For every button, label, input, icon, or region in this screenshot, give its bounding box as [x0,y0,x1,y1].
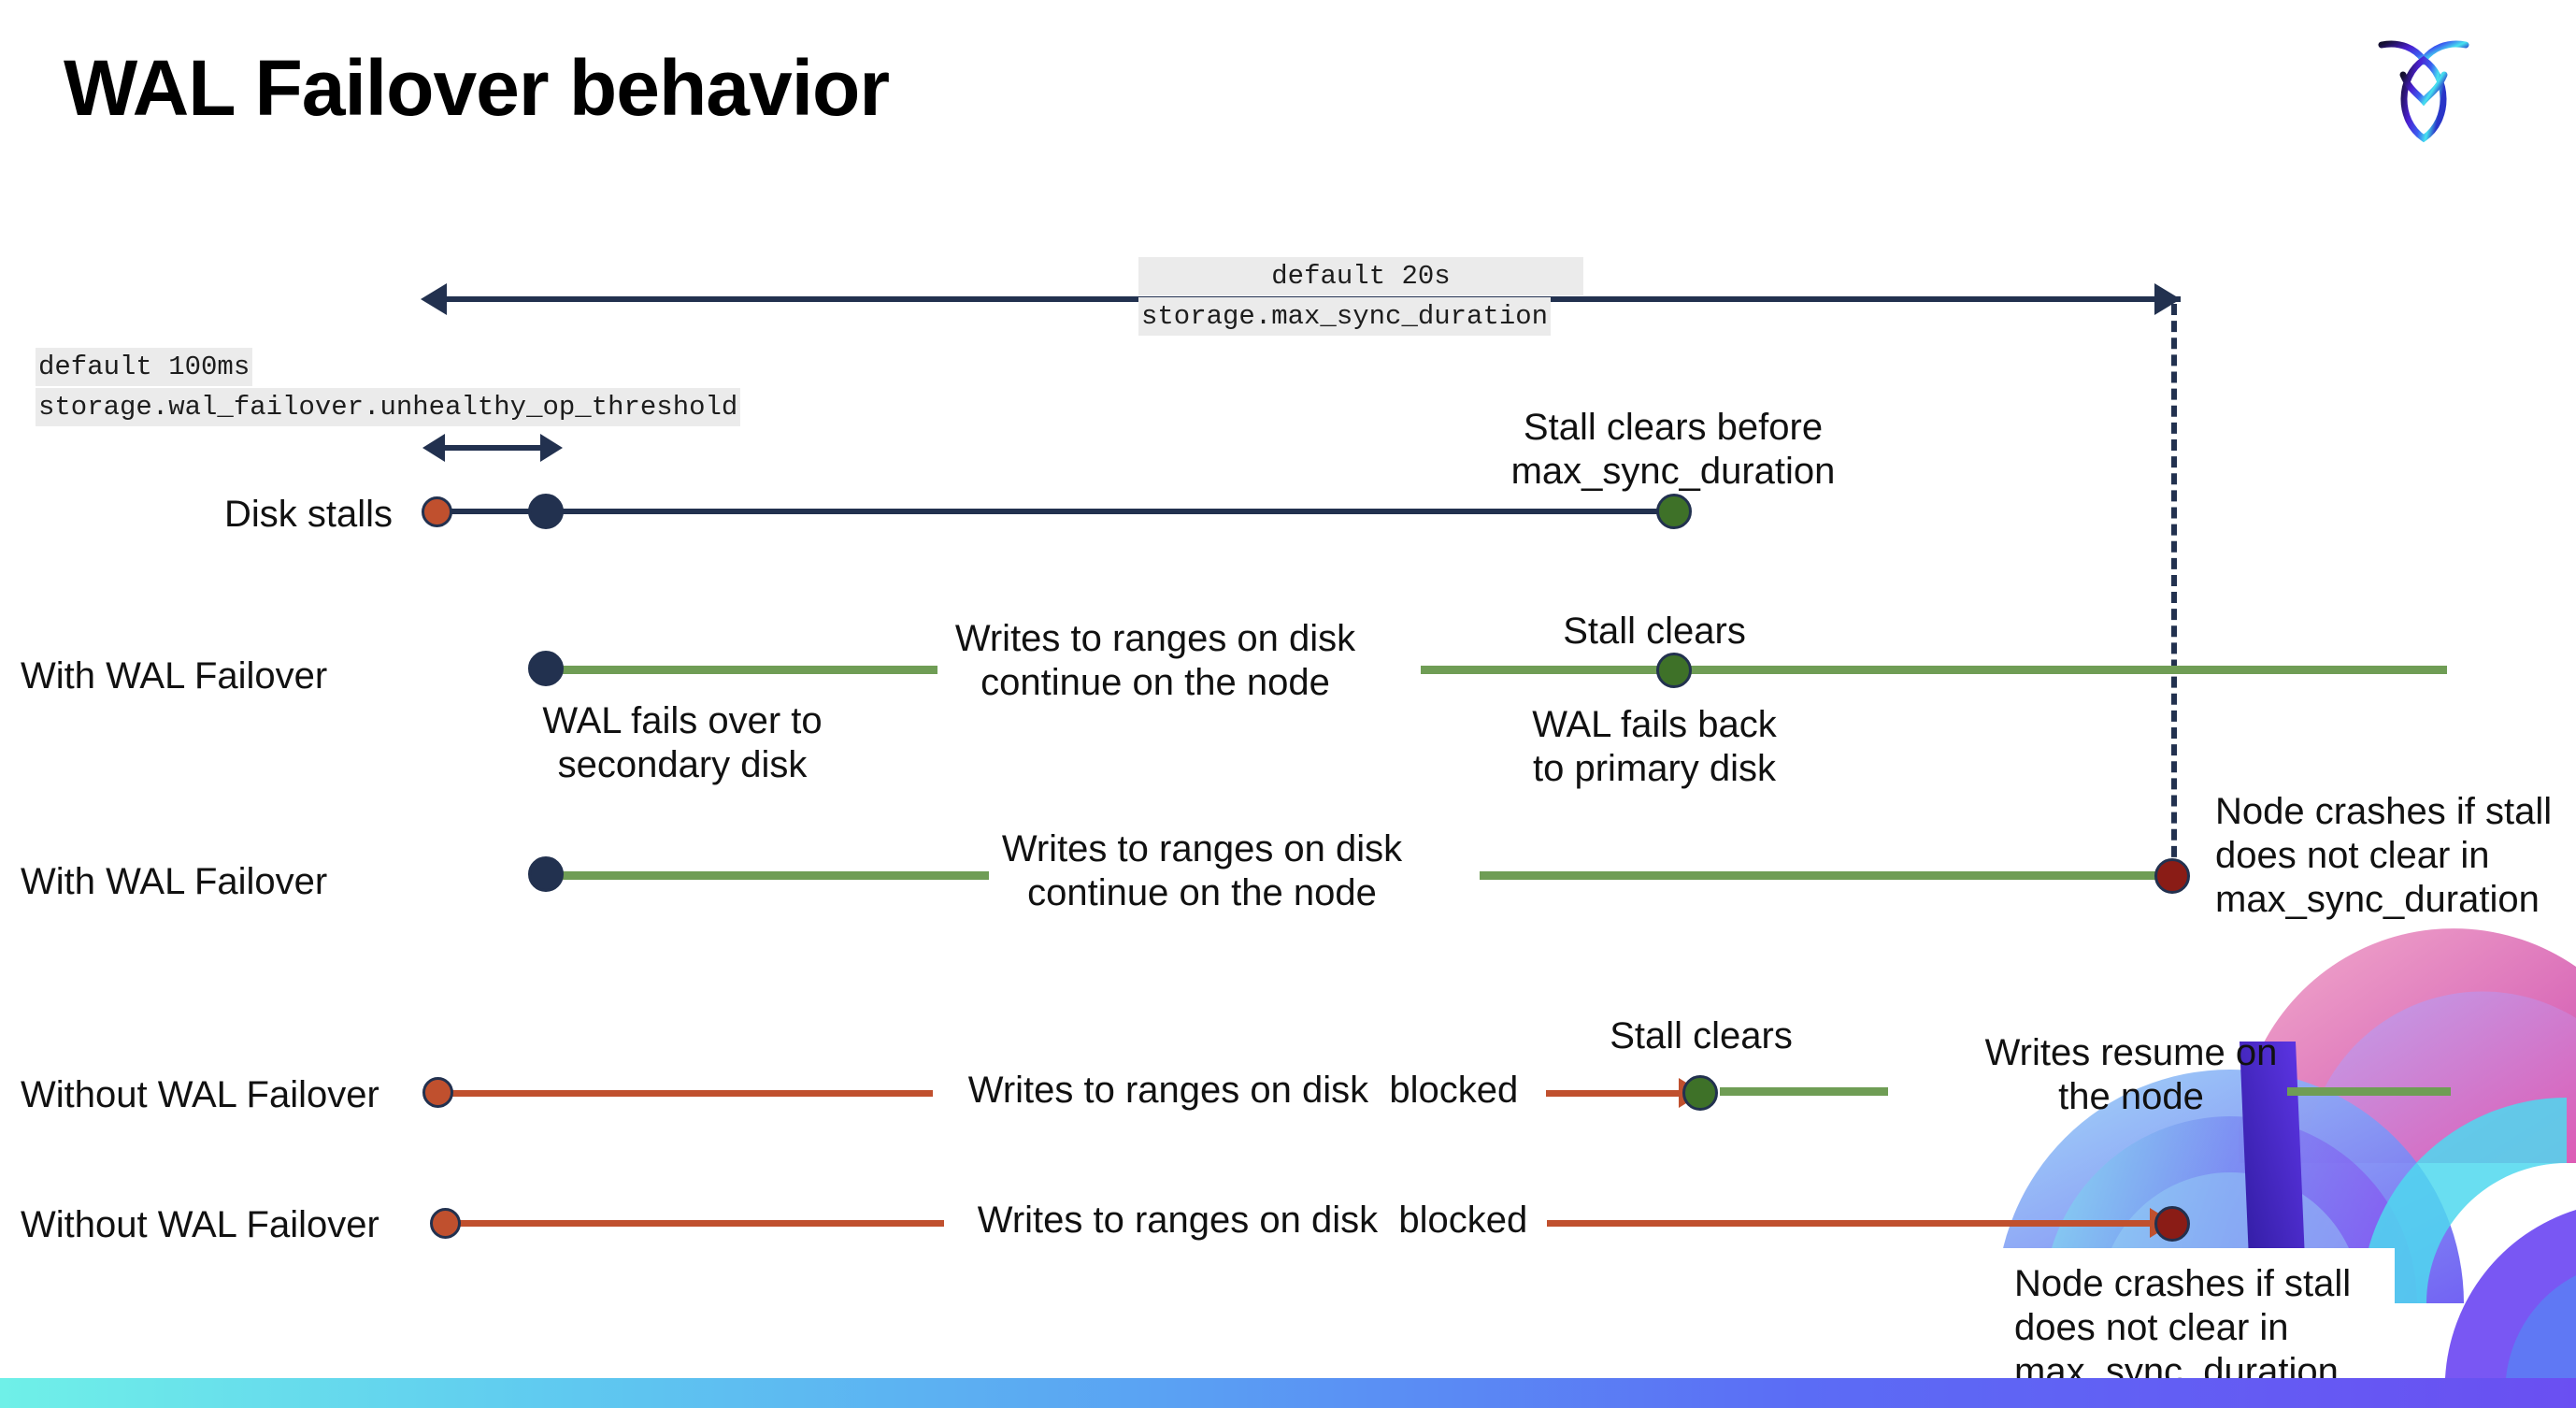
row4-green-segment-far [2287,1087,2451,1096]
row4-green-segment [1720,1087,1888,1096]
note-stall-clears-row2: Stall clears [1563,611,1746,652]
row-label-without-wal-failover-1: Without WAL Failover [21,1074,379,1115]
unhealthy-default-label: default 100ms [36,348,253,387]
note-background-mask [1983,1248,2395,1398]
note-writes-continue-2: Writes to ranges on disk continue on the… [1001,828,1403,914]
row5-stall-start-dot [430,1208,461,1239]
row2-stall-clear-dot [1656,653,1692,688]
bottom-gradient-bar [0,1378,2576,1408]
row5-red-segment-right [1547,1220,2164,1227]
note-wal-fails-back: WAL fails back to primary disk [1532,704,1777,790]
disk-stall-clear-dot [1656,494,1692,529]
disk-stall-start-dot [422,496,452,527]
page-title: WAL Failover behavior [64,44,890,132]
note-writes-continue-1: Writes to ranges on disk continue on the… [954,618,1356,704]
row-label-disk-stalls: Disk stalls [223,494,393,535]
cockroachdb-logo-icon [2372,26,2475,148]
row4-red-segment-right [1546,1090,1686,1097]
row5-node-crash-dot [2154,1206,2190,1242]
row2-green-segment-right [1421,666,2447,674]
row2-green-segment-left [540,666,937,674]
row4-stall-start-dot [422,1077,453,1108]
row3-green-segment-right [1480,871,2171,880]
disk-stall-failover-dot [528,494,564,529]
note-node-crashes-2: Node crashes if stall does not clear in … [2014,1263,2352,1393]
note-writes-blocked-1: Writes to ranges on disk blocked [967,1070,1519,1111]
note-stall-clears-before: Stall clears before max_sync_duration [1510,407,1836,493]
disk-stalls-timeline [439,509,1673,514]
unhealthy-arrow-left-icon [422,434,445,462]
row3-failover-dot [528,856,564,892]
max-sync-deadline-dashed-line [2171,304,2177,874]
row3-green-segment-left [540,871,989,880]
row3-node-crash-dot [2154,858,2190,894]
unhealthy-span-line [445,445,543,451]
decorative-graphic [1959,855,2576,1378]
row-label-with-wal-failover-1: With WAL Failover [21,655,328,697]
row-label-with-wal-failover-2: With WAL Failover [21,861,328,902]
row-label-without-wal-failover-2: Without WAL Failover [21,1204,379,1245]
max-sync-arrow-left-icon [421,283,447,315]
note-writes-blocked-2: Writes to ranges on disk blocked [977,1200,1528,1241]
max-sync-default-label: default 20s [1138,257,1583,296]
unhealthy-arrow-right-icon [540,434,563,462]
note-stall-clears-row4: Stall clears [1610,1015,1793,1056]
unhealthy-setting-label: storage.wal_failover.unhealthy_op_thresh… [36,388,741,427]
note-node-crashes-1: Node crashes if stall does not clear in … [2215,791,2553,921]
max-sync-setting-label: storage.max_sync_duration [1138,297,1552,337]
row2-failover-dot [528,651,564,686]
row4-stall-clear-dot [1682,1075,1718,1111]
row5-red-segment-left [453,1220,944,1227]
row4-red-segment-left [447,1090,933,1097]
note-wal-fails-over: WAL fails over to secondary disk [542,700,823,786]
note-writes-resume: Writes resume on the node [1984,1032,2278,1118]
